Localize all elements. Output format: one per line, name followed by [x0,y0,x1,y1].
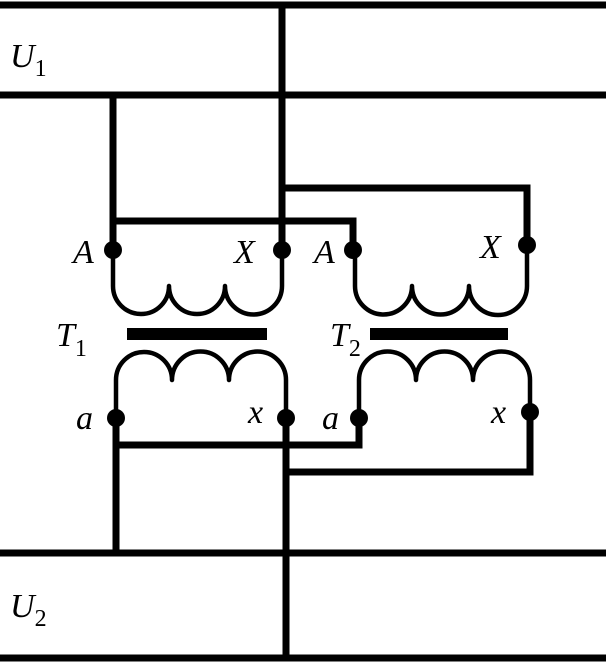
t1-terminal-A-label: A [71,234,94,271]
t2-terminal-A-dot [344,241,362,259]
t2-secondary-winding [356,349,533,421]
wire-t2-A-to-t1-A [109,217,357,254]
t2-terminal-A-label: A [312,234,335,271]
t1-terminal-x-label: x [247,394,263,431]
t2-primary-winding [352,242,530,318]
t1-terminal-a-dot [107,409,125,427]
t1-terminal-X-label: X [232,234,256,271]
t1-terminal-a-label: a [76,400,93,437]
primary-wiring [109,1,531,254]
t2-terminal-x-dot [521,403,539,421]
t1-core [127,328,267,340]
secondary-wiring [112,408,534,662]
bus-label-u1: U1 [10,38,47,82]
t2-terminal-a-dot [350,409,368,427]
t1-primary-winding [110,247,285,317]
t1-terminal-X-dot [273,241,291,259]
wire-t2-X-to-bus [278,184,531,249]
t2-name-label: T2 [330,317,361,362]
t1-name-label: T1 [56,317,87,362]
t2-terminal-X-dot [518,236,536,254]
t1-secondary-winding [113,349,289,421]
t2-terminal-x-label: x [490,394,506,431]
t2-core [370,328,508,340]
t1-terminal-A-dot [104,241,122,259]
t2-terminal-X-label: X [478,229,502,266]
t1-terminal-x-dot [277,409,295,427]
bus-label-u2: U2 [10,588,47,632]
t2-terminal-a-label: a [322,400,339,437]
wire-t2-x-to-t1-x [282,408,534,476]
